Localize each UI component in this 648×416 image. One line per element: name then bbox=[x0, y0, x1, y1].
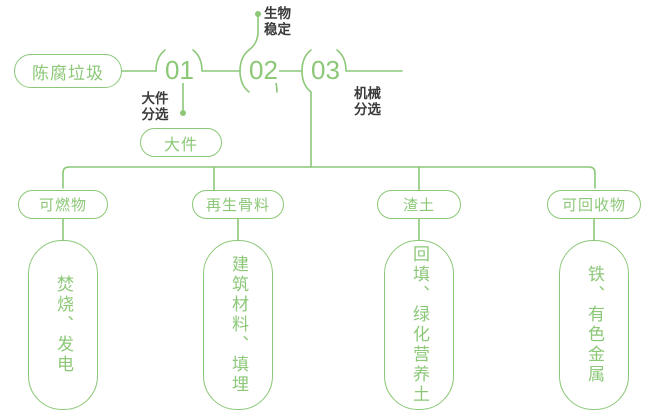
output-detail-box-4[interactable]: 铁、有色金属 bbox=[559, 240, 629, 410]
bracket-03-left bbox=[301, 49, 312, 72]
output-pill-3[interactable]: 渣土 bbox=[377, 190, 461, 219]
stage-caption-03: 机械 分选 bbox=[354, 86, 381, 117]
distribution-bus bbox=[62, 166, 596, 189]
bracket-03-left-lower bbox=[301, 70, 312, 93]
bracket-03-right bbox=[336, 49, 403, 72]
bracket-01-left bbox=[155, 49, 166, 72]
output-pill-1[interactable]: 可燃物 bbox=[18, 190, 108, 219]
stage-number-01[interactable]: 01 bbox=[164, 57, 195, 83]
node-bulky-label: 大件 bbox=[163, 136, 198, 154]
stage-number-02-text: 02 bbox=[249, 55, 278, 85]
output-detail-4-text: 铁、有色金属 bbox=[585, 265, 604, 385]
output-pill-4[interactable]: 可回收物 bbox=[547, 190, 641, 219]
stage-caption-01: 大件 分选 bbox=[141, 91, 169, 122]
stage-number-03[interactable]: 03 bbox=[310, 57, 341, 83]
output-pill-4-label: 可回收物 bbox=[561, 197, 626, 214]
bracket-02-left bbox=[239, 49, 250, 72]
output-detail-2-text: 建筑材料、填埋 bbox=[229, 255, 248, 395]
output-pill-2[interactable]: 再生骨料 bbox=[192, 190, 284, 219]
output-detail-box-1[interactable]: 焚烧、发电 bbox=[28, 240, 98, 410]
node-source[interactable]: 陈腐垃圾 bbox=[14, 54, 122, 88]
bracket-01-right bbox=[192, 49, 241, 72]
wire-02-to-bio bbox=[248, 13, 259, 51]
stage-number-02[interactable]: 02 bbox=[248, 57, 279, 83]
output-detail-3-text: 回填、绿化营养土 bbox=[410, 245, 429, 405]
stage-number-01-text: 01 bbox=[165, 55, 194, 85]
output-pill-2-label: 再生骨料 bbox=[205, 197, 270, 214]
stage-caption-02: 生物 稳定 bbox=[264, 6, 291, 37]
output-detail-box-2[interactable]: 建筑材料、填埋 bbox=[203, 240, 273, 410]
bio-stabilize-dot bbox=[255, 11, 261, 17]
bracket-02-left-lower bbox=[239, 70, 250, 93]
node-source-label: 陈腐垃圾 bbox=[32, 63, 104, 83]
output-detail-1-text: 焚烧、发电 bbox=[54, 275, 73, 375]
node-bulky[interactable]: 大件 bbox=[140, 128, 222, 157]
output-pill-1-label: 可燃物 bbox=[38, 197, 87, 214]
output-detail-box-3[interactable]: 回填、绿化营养土 bbox=[384, 240, 454, 410]
stage-number-03-text: 03 bbox=[311, 55, 340, 85]
output-pill-3-label: 渣土 bbox=[402, 197, 435, 214]
bulky-branch-dot bbox=[180, 110, 186, 116]
